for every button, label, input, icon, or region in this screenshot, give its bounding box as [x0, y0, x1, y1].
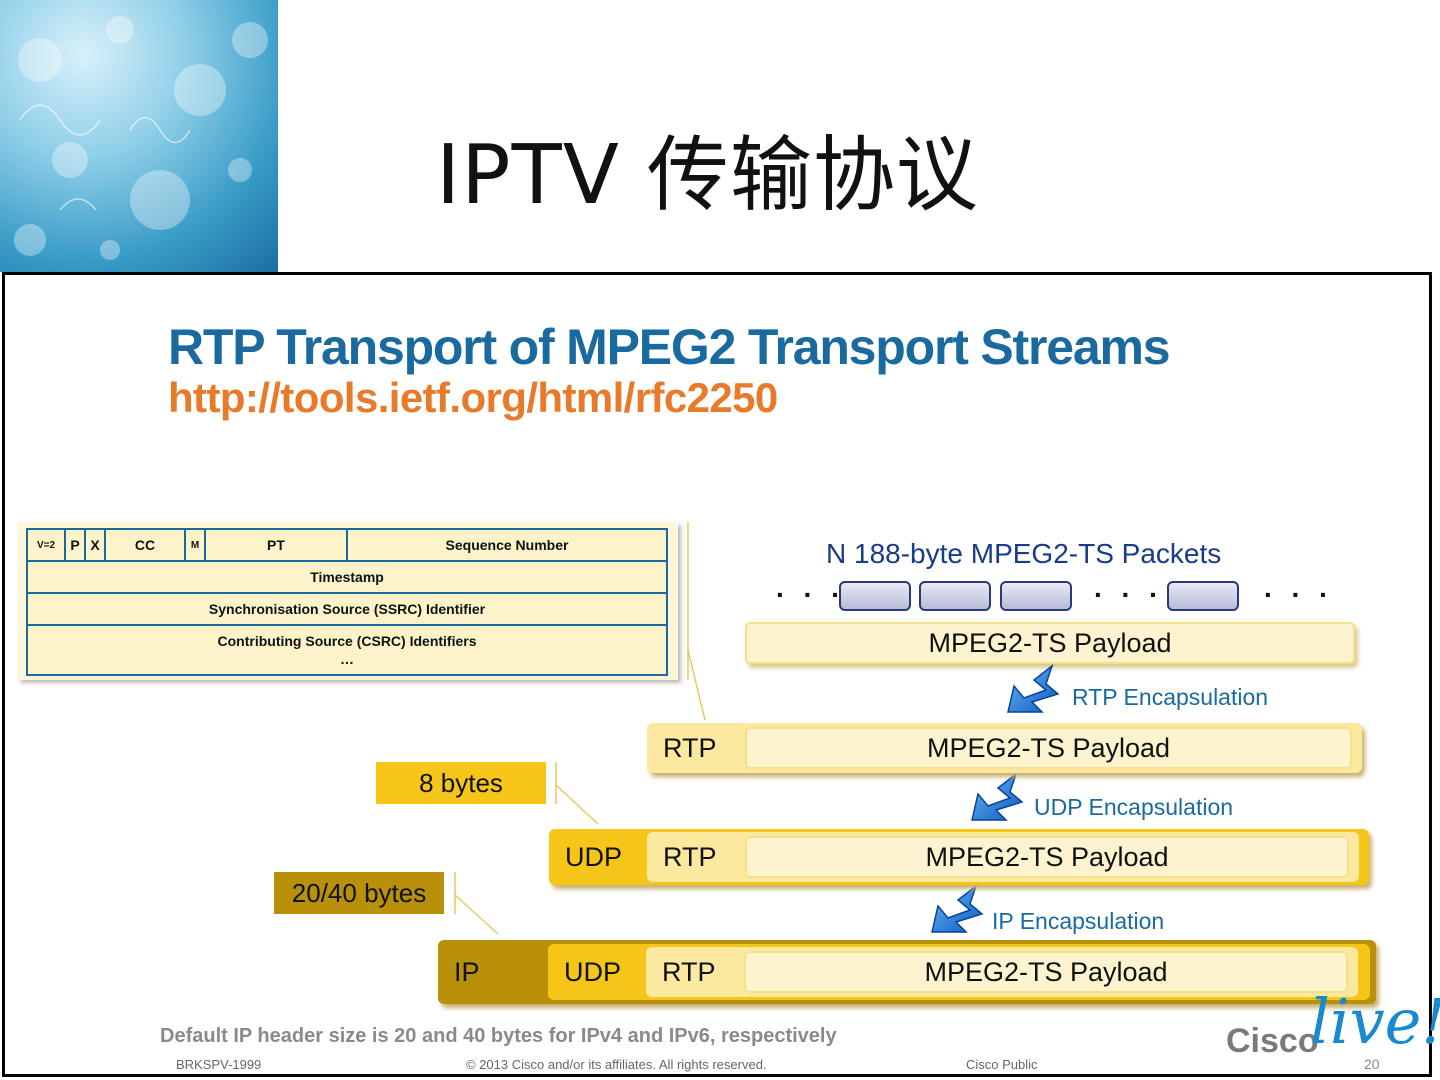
cisco-logo: Cisco	[1226, 1022, 1319, 1061]
udp-encapsulation-label: UDP Encapsulation	[1034, 794, 1233, 821]
rtp-segment-label: RTP	[663, 832, 717, 882]
payload-bar-level-2: MPEG2-TS Payload	[745, 727, 1352, 769]
udp-segment-label: UDP	[565, 829, 622, 885]
rtp-segment-label: RTP	[662, 947, 716, 997]
rtp-packet-bar: RTP MPEG2-TS Payload	[647, 723, 1362, 773]
footnote: Default IP header size is 20 and 40 byte…	[160, 1025, 837, 1048]
footer-copyright: © 2013 Cisco and/or its affiliates. All …	[466, 1057, 767, 1072]
down-arrow-icon	[932, 886, 982, 932]
rtp-encapsulation-label: RTP Encapsulation	[1072, 684, 1268, 711]
udp-segment-label: UDP	[564, 944, 621, 1000]
rtp-inner-bar: RTP MPEG2-TS Payload	[646, 947, 1358, 997]
udp-inner-bar: UDP RTP MPEG2-TS Payload	[548, 944, 1370, 1000]
ip-size-tag: 20/40 bytes	[274, 872, 444, 914]
footer-classification: Cisco Public	[966, 1057, 1038, 1072]
ip-encapsulation-label: IP Encapsulation	[992, 908, 1164, 935]
down-arrow-icon	[972, 774, 1022, 820]
udp-size-tag: 8 bytes	[376, 762, 546, 804]
footer-session: BRKSPV-1999	[176, 1057, 261, 1072]
payload-bar-level-4: MPEG2-TS Payload	[744, 951, 1348, 993]
down-arrow-icon	[1008, 666, 1058, 712]
rtp-segment-label: RTP	[663, 723, 717, 773]
ip-packet-bar: IP UDP RTP MPEG2-TS Payload	[438, 940, 1376, 1004]
rtp-inner-bar: RTP MPEG2-TS Payload	[647, 832, 1359, 882]
udp-packet-bar: UDP RTP MPEG2-TS Payload	[549, 829, 1369, 885]
ip-segment-label: IP	[454, 940, 480, 1004]
live-logo: live!	[1310, 985, 1440, 1058]
payload-bar-level-3: MPEG2-TS Payload	[745, 836, 1349, 878]
page-number: 20	[1364, 1056, 1380, 1072]
